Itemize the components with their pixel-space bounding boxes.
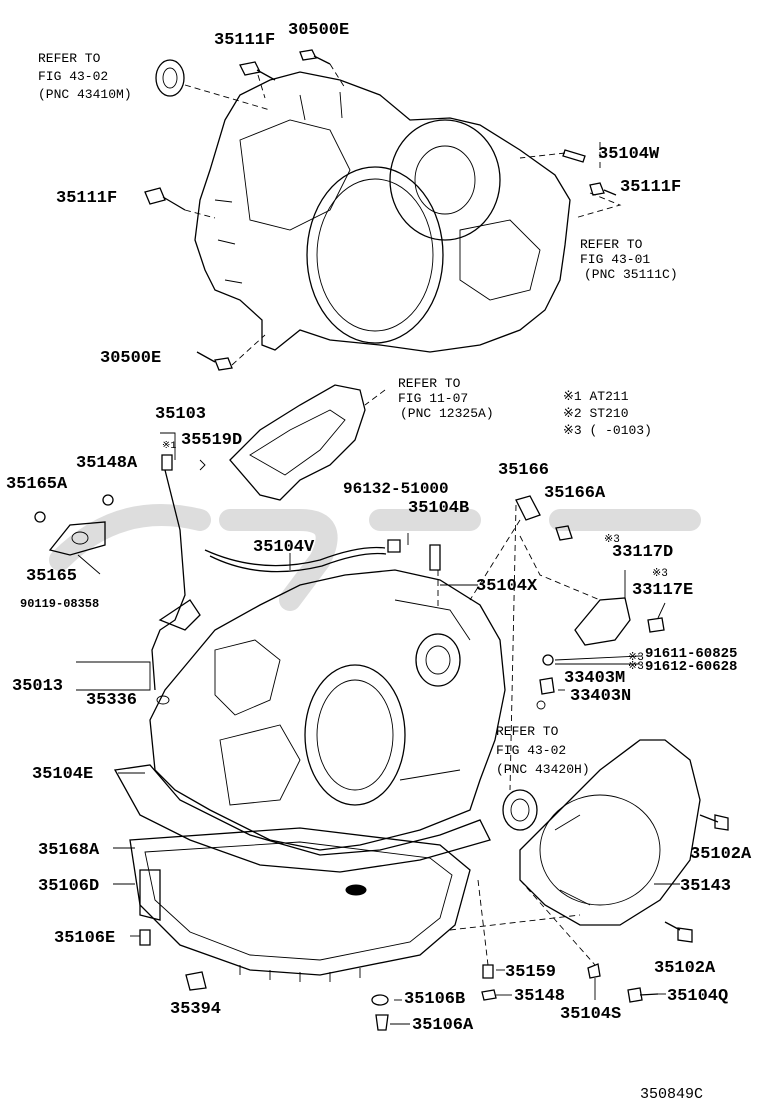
label-91612-60628: 91612-60628: [645, 659, 737, 675]
label-35104v: 35104V: [253, 538, 315, 557]
label-33117e: 33117E: [632, 581, 693, 600]
mark-3b: ※3: [652, 568, 668, 580]
ref-12325a-line1: REFER TO: [398, 376, 461, 391]
note-3: ※3 ( -0103): [563, 423, 652, 438]
label-35165a: 35165A: [6, 475, 68, 494]
ref-43410m-line3: (PNC 43410M): [38, 87, 132, 102]
diagram-code: 350849C: [640, 1086, 703, 1103]
mark-3c: ※3: [628, 652, 644, 664]
label-35104e: 35104E: [32, 765, 93, 784]
label-35166a: 35166A: [544, 484, 606, 503]
part-labels: 35111F 30500E 35104W 35111F 35111F 30500…: [6, 21, 752, 1035]
label-35104w: 35104W: [598, 145, 660, 164]
note-1: ※1 AT211: [563, 389, 629, 404]
ref-43410m-line1: REFER TO: [38, 51, 101, 66]
label-96132-51000: 96132-51000: [343, 480, 449, 498]
label-35106a: 35106A: [412, 1016, 474, 1035]
mark-1: ※1: [162, 441, 176, 452]
label-35104q: 35104Q: [667, 987, 728, 1006]
ref-12325a-line2: FIG 11-07: [398, 391, 468, 406]
ref-35111c-line2: FIG 43-01: [580, 252, 650, 267]
ref-43420h-line3: (PNC 43420H): [496, 762, 590, 777]
reference-12325a: REFER TO FIG 11-07 (PNC 12325A): [398, 376, 494, 421]
label-35104x: 35104X: [476, 577, 538, 596]
label-35143: 35143: [680, 877, 731, 896]
label-35336: 35336: [86, 691, 137, 710]
transaxle-case: [113, 569, 506, 873]
label-90119-08358: 90119-08358: [20, 597, 99, 611]
label-35148: 35148: [514, 987, 565, 1006]
label-35519d: 35519D: [181, 431, 242, 450]
ref-43420h-line2: FIG 43-02: [496, 743, 566, 758]
label-30500e-top: 30500E: [288, 21, 349, 40]
label-35104b: 35104B: [408, 499, 469, 518]
label-35148a: 35148A: [76, 454, 138, 473]
label-91611-60825: 91611-60825: [645, 646, 737, 662]
ref-35111c-line1: REFER TO: [580, 237, 643, 252]
label-35106b: 35106B: [404, 990, 465, 1009]
label-33117d: 33117D: [612, 543, 673, 562]
label-35165: 35165: [26, 567, 77, 586]
transaxle-housing: [194, 71, 571, 353]
label-35166: 35166: [498, 461, 549, 480]
small-parts: [34, 49, 729, 1031]
label-35111f-left: 35111F: [56, 189, 117, 208]
reference-43410m: REFER TO FIG 43-02 (PNC 43410M): [38, 51, 132, 102]
mark-3a: ※3: [604, 534, 620, 546]
reference-43420h: REFER TO FIG 43-02 (PNC 43420H): [496, 724, 590, 777]
note-2: ※2 ST210: [563, 406, 629, 421]
oil-pan: [129, 827, 471, 982]
label-35159: 35159: [505, 963, 556, 982]
ref-43410m-line2: FIG 43-02: [38, 69, 108, 84]
ref-35111c-line3: (PNC 35111C): [584, 267, 678, 282]
label-35111f-top: 35111F: [214, 31, 275, 50]
watermark-logo: [49, 504, 701, 611]
label-33403n: 33403N: [570, 687, 631, 706]
label-35168a: 35168A: [38, 841, 100, 860]
label-35104s: 35104S: [560, 1005, 621, 1024]
label-35102a-upper: 35102A: [690, 845, 752, 864]
label-35102a-lower: 35102A: [654, 959, 716, 978]
label-33403m: 33403M: [564, 669, 625, 688]
mark-3d: ※3: [628, 661, 644, 673]
label-35106e: 35106E: [54, 929, 115, 948]
label-35013: 35013: [12, 677, 63, 696]
label-35394: 35394: [170, 1000, 221, 1019]
shift-bracket: [229, 384, 366, 501]
label-35106d: 35106D: [38, 877, 99, 896]
reference-35111c: REFER TO FIG 43-01 (PNC 35111C): [580, 237, 678, 282]
side-cover: [519, 739, 701, 926]
label-35103: 35103: [155, 405, 206, 424]
ref-43420h-line1: REFER TO: [496, 724, 559, 739]
ref-12325a-line3: (PNC 12325A): [400, 406, 494, 421]
leader-lines: [76, 63, 680, 1025]
label-30500e-bottom: 30500E: [100, 349, 161, 368]
notes: ※1 AT211 ※2 ST210 ※3 ( -0103) ※1 ※3 ※3 ※…: [162, 389, 668, 673]
label-35111f-right: 35111F: [620, 178, 681, 197]
